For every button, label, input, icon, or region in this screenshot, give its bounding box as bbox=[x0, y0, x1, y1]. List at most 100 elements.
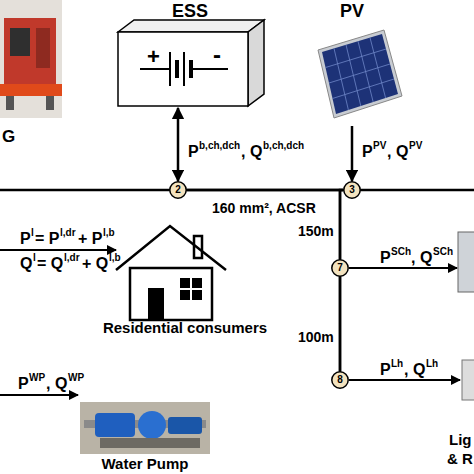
generator-vent bbox=[36, 28, 50, 68]
power-symbol: = P bbox=[35, 231, 59, 247]
line-spec: 150m bbox=[298, 224, 334, 238]
superscript: l,dr bbox=[64, 253, 80, 263]
power-symbol: P bbox=[380, 362, 391, 378]
generator-frame bbox=[0, 84, 62, 96]
pv-node: PV bbox=[300, 0, 404, 126]
superscript: PV bbox=[409, 141, 422, 151]
bus-node: 8 bbox=[331, 371, 349, 389]
pump-photo bbox=[80, 402, 210, 454]
lighting-icon bbox=[462, 360, 474, 400]
superscript: l,b bbox=[103, 228, 115, 238]
house-icon bbox=[116, 226, 226, 320]
house-wall bbox=[130, 268, 212, 320]
power-symbol: , Q bbox=[404, 362, 425, 378]
pump-housing bbox=[138, 411, 166, 439]
feeder-line bbox=[351, 126, 354, 181]
power-symbol: + P bbox=[78, 231, 102, 247]
superscript: Lh bbox=[391, 359, 403, 369]
battery-plate bbox=[183, 52, 185, 86]
bus-node: 2 bbox=[169, 181, 187, 199]
pump-motor bbox=[95, 413, 135, 437]
box-front bbox=[118, 32, 248, 106]
power-symbol: + Q bbox=[82, 256, 108, 272]
power-symbol: P bbox=[188, 144, 199, 160]
window-bar bbox=[180, 288, 202, 290]
load-arrow bbox=[349, 379, 460, 381]
house-window bbox=[180, 278, 202, 300]
box-side bbox=[248, 20, 264, 106]
pump-base bbox=[100, 438, 200, 448]
node-label: + bbox=[147, 46, 160, 68]
superscript: WP bbox=[29, 373, 45, 383]
photo-background bbox=[80, 402, 210, 454]
photo-background bbox=[0, 0, 62, 118]
storage-node: ESS + - bbox=[112, 0, 268, 108]
power-symbol: Q bbox=[20, 256, 32, 272]
superscript: Lh bbox=[426, 359, 438, 369]
node-number: 3 bbox=[343, 185, 361, 195]
node-circle bbox=[332, 372, 348, 388]
main-bus bbox=[0, 189, 474, 192]
battery-plate bbox=[175, 60, 179, 78]
node-label: ESS bbox=[112, 2, 268, 20]
generator-body bbox=[4, 18, 56, 84]
generator-node: G bbox=[0, 0, 70, 150]
line-spec: 100m bbox=[298, 330, 334, 344]
node-circle bbox=[332, 260, 348, 276]
battery-wire bbox=[191, 68, 228, 70]
panel-grid bbox=[326, 38, 395, 110]
box-top bbox=[118, 20, 264, 32]
superscript: SCh bbox=[433, 247, 453, 257]
power-symbol: = Q bbox=[37, 256, 63, 272]
pump-motor bbox=[168, 417, 202, 434]
feeder-line bbox=[340, 190, 343, 259]
bus-node: 7 bbox=[331, 259, 349, 277]
battery-wire bbox=[140, 68, 170, 70]
power-symbol: P bbox=[18, 376, 29, 392]
power-symbol: , Q bbox=[241, 144, 262, 160]
load-arrow bbox=[349, 267, 457, 269]
superscript: l bbox=[31, 228, 34, 238]
node-number: 7 bbox=[331, 263, 349, 273]
superscript: l bbox=[33, 253, 36, 263]
superscript: WP bbox=[68, 373, 84, 383]
feeder-line bbox=[177, 108, 180, 181]
charger-icon bbox=[458, 232, 474, 292]
ess-box bbox=[118, 20, 264, 106]
superscript: PV bbox=[373, 141, 386, 151]
node-number: 2 bbox=[169, 185, 187, 195]
panel-frame bbox=[318, 30, 402, 118]
generator-leg bbox=[46, 96, 54, 110]
node-label: Residential consumers bbox=[65, 320, 305, 335]
house-roof bbox=[116, 226, 226, 270]
power-symbol: , Q bbox=[46, 376, 67, 392]
feeder-line bbox=[339, 277, 342, 371]
node-number: 8 bbox=[331, 375, 349, 385]
device-label: Lig bbox=[449, 432, 472, 447]
feeder-branch bbox=[339, 190, 342, 380]
load-arrow bbox=[0, 394, 78, 396]
device-label: & R bbox=[447, 451, 473, 466]
superscript: l,b bbox=[109, 253, 121, 263]
node-circle bbox=[170, 182, 186, 198]
superscript: b,ch,dch bbox=[263, 141, 304, 151]
node-label: - bbox=[213, 43, 221, 67]
panel-cells bbox=[322, 34, 398, 114]
generator-leg bbox=[6, 96, 14, 110]
feeder-line bbox=[187, 189, 343, 192]
node-label: G bbox=[2, 128, 15, 145]
house-door bbox=[148, 288, 164, 320]
power-symbol: P bbox=[362, 144, 373, 160]
load-arrow bbox=[0, 249, 116, 251]
pump-node: Water Pump bbox=[70, 400, 220, 474]
battery-plate bbox=[169, 52, 171, 86]
generator-photo bbox=[0, 0, 62, 118]
superscript: b,ch,dch bbox=[199, 141, 240, 151]
superscript: SCh bbox=[391, 247, 411, 257]
generator-panel bbox=[10, 28, 30, 56]
power-symbol: , Q bbox=[411, 250, 432, 266]
bus-node: 3 bbox=[343, 181, 361, 199]
power-symbol: P bbox=[20, 231, 31, 247]
power-symbol: , Q bbox=[387, 144, 408, 160]
